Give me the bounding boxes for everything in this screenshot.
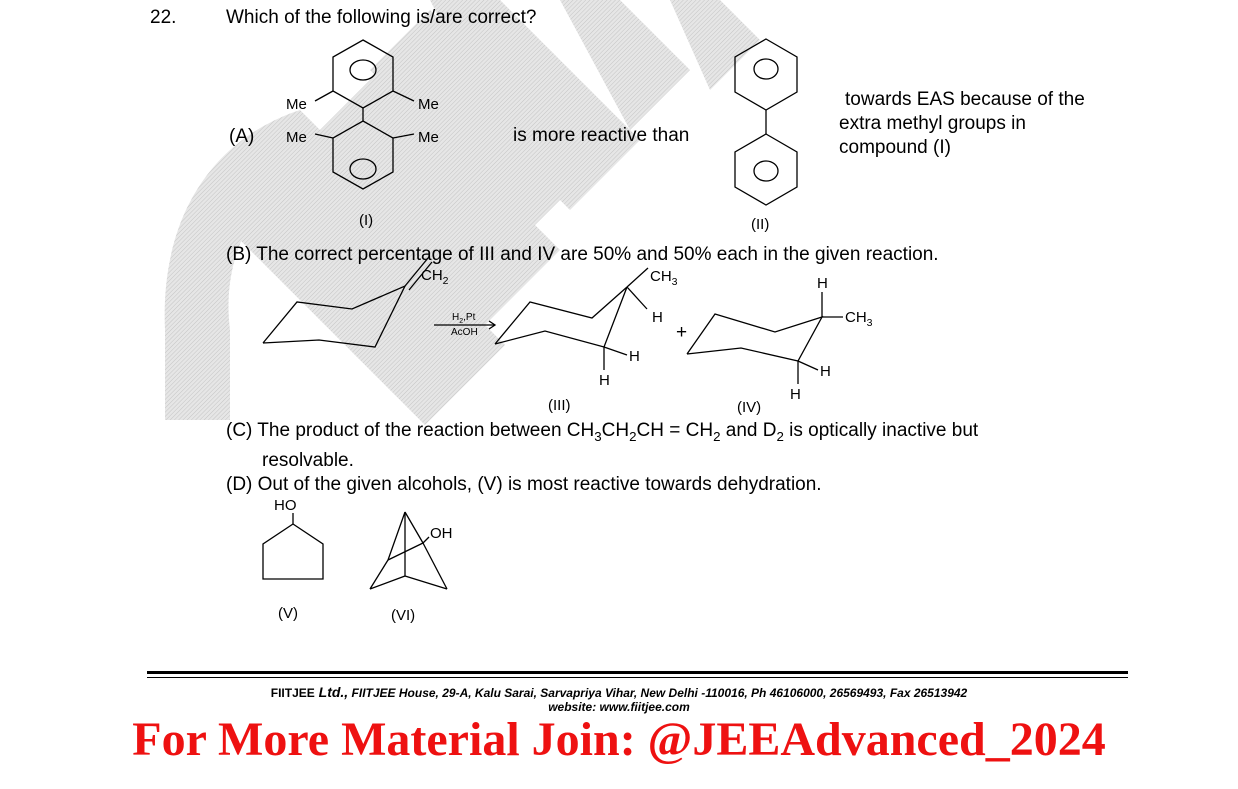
plus-sign: + xyxy=(676,322,688,343)
compound-6-structure xyxy=(369,511,448,590)
product-3-h-bottom: H xyxy=(599,372,610,389)
compound-2-structure xyxy=(734,38,798,206)
footer-rule-thick xyxy=(147,671,1128,674)
reactant-ch2-label: CH2 xyxy=(421,267,449,287)
option-b-text: (B) The correct percentage of III and IV… xyxy=(226,244,939,265)
product-3-methyl: CH3 xyxy=(650,268,678,288)
compound-5-structure xyxy=(262,513,324,580)
product-4-label: (IV) xyxy=(737,399,762,416)
option-a-middle-text: is more reactive than xyxy=(513,125,690,146)
me-label-1: Me xyxy=(286,96,307,113)
reagent-bottom: AcOH xyxy=(451,327,478,338)
product-3-h-equatorial: H xyxy=(629,348,640,365)
option-d-text: (D) Out of the given alcohols, (V) is mo… xyxy=(226,474,822,495)
question-number: 22. xyxy=(150,7,177,28)
me-label-2: Me xyxy=(418,96,439,113)
compound-6-label: (VI) xyxy=(391,607,416,624)
option-c-line2: resolvable. xyxy=(262,450,354,471)
but-1-ene-formula: CH3CH2CH = CH2 xyxy=(566,420,721,444)
product-4-methyl: CH3 xyxy=(845,309,873,329)
promo-banner: For More Material Join: @JEEAdvanced_202… xyxy=(132,713,1106,766)
option-a-label: (A) xyxy=(229,126,255,147)
me-label-4: Me xyxy=(418,129,439,146)
option-a-reason-line2: extra methyl groups in xyxy=(839,113,1026,134)
option-a-reason-line1: towards EAS because of the xyxy=(845,89,1085,110)
option-a-reason-line3: compound (I) xyxy=(839,137,951,158)
footer-brand: FIITJEE xyxy=(270,686,315,700)
footer-address: FIITJEE Ltd., FIITJEE House, 29-A, Kalu … xyxy=(270,684,968,700)
compound-2-label: (II) xyxy=(751,216,770,233)
reaction-arrow xyxy=(434,320,497,330)
footer-website: website: www.fiitjee.com xyxy=(548,700,690,714)
compound-1-structure xyxy=(314,39,415,190)
product-3-label: (III) xyxy=(548,397,571,414)
compound-5-label: (V) xyxy=(278,605,298,622)
option-c-line1: (C) The product of the reaction between … xyxy=(226,420,979,444)
product-3-h-axial: H xyxy=(652,309,663,326)
product-4-chair xyxy=(686,292,843,384)
product-4-h-bottom: H xyxy=(790,386,801,403)
question-stem: Which of the following is/are correct? xyxy=(226,7,537,28)
reactant-chair xyxy=(262,257,433,348)
reagent-top: H2,Pt xyxy=(452,312,476,325)
compound-5-ho-label: HO xyxy=(274,497,297,514)
product-4-h-right: H xyxy=(820,363,831,380)
product-4-h-top: H xyxy=(817,275,828,292)
footer-rule-thin xyxy=(147,677,1128,678)
compound-6-oh-label: OH xyxy=(430,525,453,542)
compound-1-label: (I) xyxy=(359,212,374,229)
product-3-chair xyxy=(494,267,649,370)
me-label-3: Me xyxy=(286,129,307,146)
